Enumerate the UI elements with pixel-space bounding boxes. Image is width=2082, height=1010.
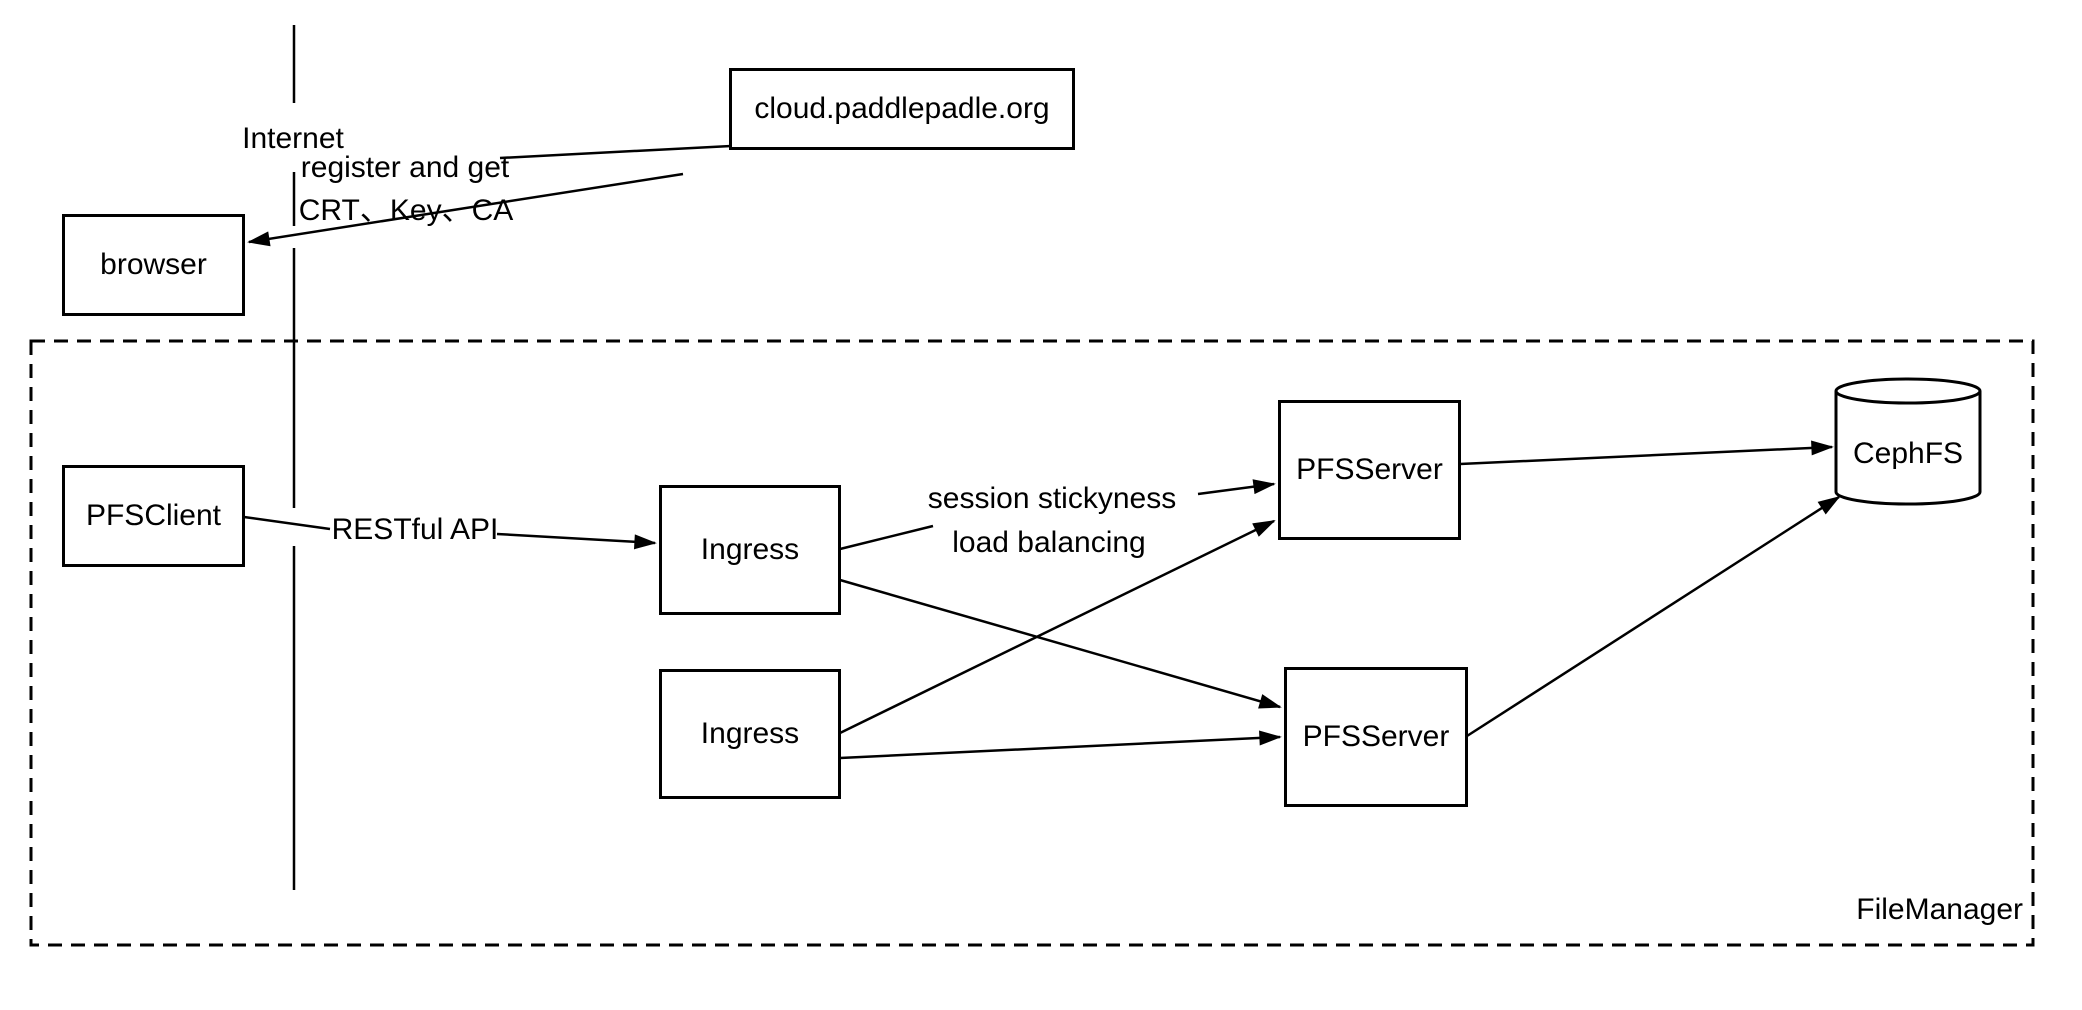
node-pfsserver-bottom-label: PFSServer	[1302, 720, 1450, 753]
arrow-cert-to-browser	[247, 172, 684, 247]
filemanager-group-border	[29, 339, 2035, 947]
restful-api-label: RESTful API	[331, 513, 499, 546]
node-pfsserver-top-label: PFSServer	[1296, 453, 1443, 486]
node-cloud-domain-label: cloud.paddlepadle.org	[754, 92, 1050, 125]
node-browser-label: browser	[100, 248, 207, 281]
node-pfsserver-bottom[interactable]: PFSServer	[1284, 667, 1468, 807]
crt-key-ca-label: CRT、Key、CA	[298, 194, 514, 227]
arrow-pfsserver-bottom-to-cephfs	[1466, 495, 1841, 738]
node-ingress-bottom[interactable]: Ingress	[659, 669, 841, 799]
node-ingress-top[interactable]: Ingress	[659, 485, 841, 615]
node-ingress-bottom-label: Ingress	[700, 717, 800, 750]
leader-register-to-cloud	[499, 144, 732, 160]
arrow-pfsserver-top-to-cephfs	[1459, 440, 1834, 466]
node-pfsclient-label: PFSClient	[85, 499, 222, 532]
arrow-ingress-bottom-to-pfsserver-top	[839, 519, 1276, 735]
node-browser[interactable]: browser	[62, 214, 245, 316]
session-stickyness-label: session stickyness	[927, 482, 1177, 515]
arrow-ingress-top-to-pfsserver-bottom	[839, 578, 1282, 709]
arrow-session-to-pfsserver-top	[1197, 479, 1276, 496]
load-balancing-label: load balancing	[952, 526, 1146, 559]
line-pfsclient-to-restful	[243, 515, 331, 531]
leader-ingress-to-session	[839, 524, 934, 551]
arrow-restful-to-ingress	[496, 532, 657, 550]
arrow-ingress-bottom-to-pfsserver-bottom	[839, 730, 1282, 760]
node-pfsserver-top[interactable]: PFSServer	[1278, 400, 1461, 540]
node-cephfs-label[interactable]: CephFS	[1852, 437, 1964, 470]
filemanager-label: FileManager	[1856, 893, 2023, 926]
cephfs-cylinder-shape	[1834, 377, 1982, 506]
internet-label: Internet	[242, 122, 344, 155]
register-and-get-label: register and get	[300, 151, 510, 184]
node-cloud-domain[interactable]: cloud.paddlepadle.org	[729, 68, 1075, 150]
node-ingress-top-label: Ingress	[700, 533, 800, 566]
node-pfsclient[interactable]: PFSClient	[62, 465, 245, 567]
